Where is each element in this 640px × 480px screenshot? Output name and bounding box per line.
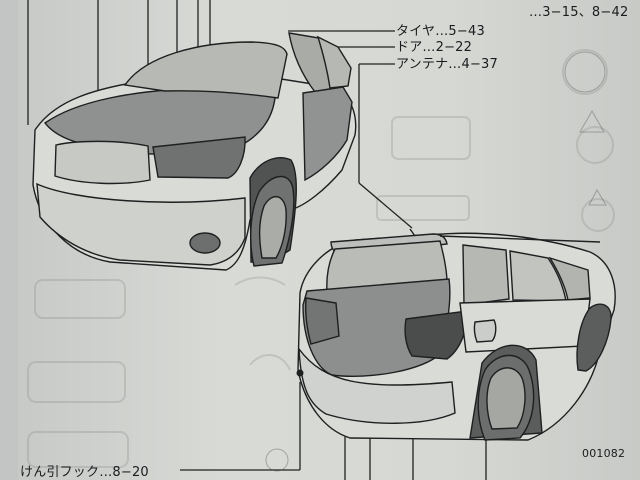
- rear-side-window-1: [462, 244, 510, 306]
- rear-bumper: [298, 346, 456, 424]
- washer-icon: [564, 51, 606, 93]
- tow-hook-reference-label: けん引フック…8−20: [20, 465, 149, 480]
- front-tire-inner: [258, 196, 287, 259]
- front-grille: [54, 140, 151, 185]
- left-gutter-shadow: [0, 0, 18, 480]
- front-headlight-right: [152, 136, 246, 179]
- triangle-icon: [588, 188, 607, 206]
- tow-hook-point: [296, 369, 304, 377]
- top-right-reference: …3−15、8−42: [529, 5, 629, 20]
- right-page-icons: [265, 51, 607, 472]
- rear-side-window-3: [548, 256, 591, 301]
- tire-reference-label: タイヤ…5−43: [396, 24, 485, 39]
- shadow-shape-2: [249, 354, 291, 371]
- figure-code: 001082: [582, 447, 626, 460]
- shadow-box-1: [391, 116, 471, 160]
- shadow-box-3: [34, 279, 126, 319]
- roof-rail: [439, 235, 601, 243]
- shadow-icon-3: [581, 198, 615, 232]
- front-vehicle: [32, 32, 357, 271]
- rear-antenna: [409, 228, 416, 237]
- windshield: [123, 41, 288, 99]
- shadow-box-5: [27, 431, 129, 468]
- shadow-icon-2: [576, 126, 614, 164]
- antenna-reference-label: アンテナ…4−37: [396, 57, 498, 72]
- shadow-box-4: [27, 361, 126, 403]
- warning-icon: [579, 109, 605, 133]
- front-fog-light: [189, 232, 221, 254]
- front-right-tire: [576, 303, 612, 372]
- rear-light-left: [305, 297, 340, 345]
- front-door-shade: [302, 86, 353, 182]
- front-side-glass-2: [316, 35, 352, 89]
- small-circle-icon: [265, 448, 289, 472]
- shadow-shape-1: [234, 276, 286, 286]
- shadow-box-2: [376, 195, 470, 221]
- rear-tire-inner: [486, 367, 526, 430]
- facing-page-shadow: [27, 49, 615, 468]
- callout-antenna-3: [358, 182, 413, 229]
- fuel-door: [473, 319, 497, 343]
- door-reference-label: ドア…2−22: [396, 40, 473, 55]
- rear-vehicle: [296, 228, 616, 441]
- shadow-icon-1: [562, 49, 608, 95]
